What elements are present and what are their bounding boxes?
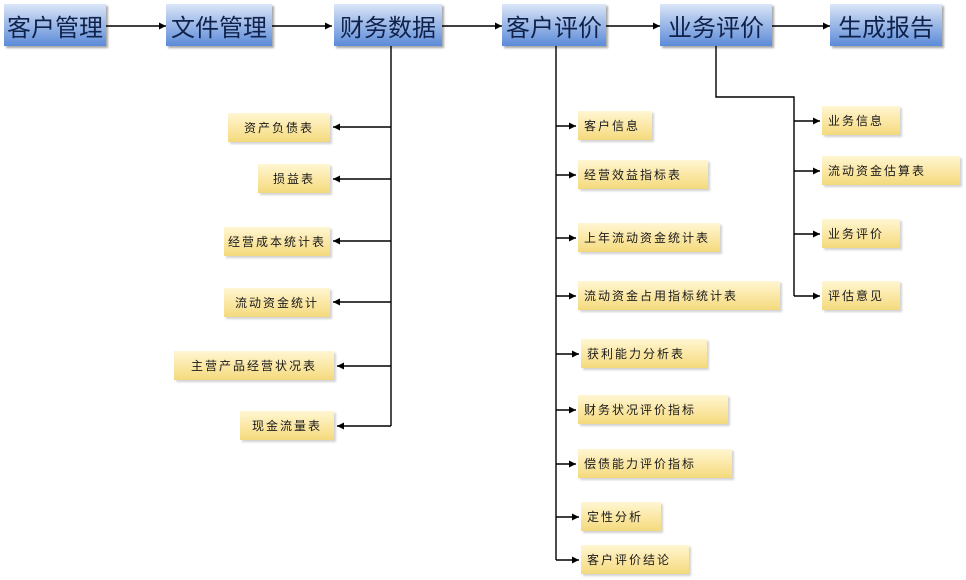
leaf-operating-benefit-index: 经营效益指标表 (578, 160, 708, 189)
top-node-financial-data: 财务数据 (334, 4, 442, 46)
leaf-solvency-index: 偿债能力评价指标 (578, 449, 732, 478)
leaf-business-evaluation: 业务评价 (822, 219, 900, 248)
leaf-last-year-working-capital: 上年流动资金统计表 (578, 223, 720, 252)
leaf-financial-status-index: 财务状况评价指标 (578, 395, 728, 424)
leaf-operating-cost-stats: 经营成本统计表 (224, 227, 330, 256)
leaf-evaluation-conclusion: 客户评价结论 (581, 545, 689, 574)
top-node-business-evaluation: 业务评价 (660, 4, 772, 46)
leaf-qualitative-analysis: 定性分析 (581, 502, 661, 531)
leaf-working-capital-estimate: 流动资金估算表 (822, 156, 960, 185)
leaf-cash-flow-statement: 现金流量表 (240, 411, 334, 440)
leaf-profitability-analysis: 获利能力分析表 (581, 339, 707, 368)
top-node-customer-management: 客户管理 (4, 4, 106, 46)
leaf-income-statement: 损益表 (258, 164, 330, 193)
leaf-working-capital-stats: 流动资金统计 (224, 288, 330, 317)
leaf-main-product-status: 主营产品经营状况表 (174, 351, 334, 380)
leaf-balance-sheet: 资产负债表 (228, 113, 330, 142)
leaf-business-info: 业务信息 (822, 106, 900, 135)
top-node-file-management: 文件管理 (166, 4, 272, 46)
top-node-customer-evaluation: 客户评价 (502, 4, 606, 46)
leaf-working-capital-occupancy: 流动资金占用指标统计表 (578, 281, 780, 310)
top-node-generate-report: 生成报告 (830, 4, 942, 46)
leaf-assessment-opinion: 评估意见 (822, 281, 900, 310)
leaf-customer-info: 客户信息 (578, 111, 652, 140)
